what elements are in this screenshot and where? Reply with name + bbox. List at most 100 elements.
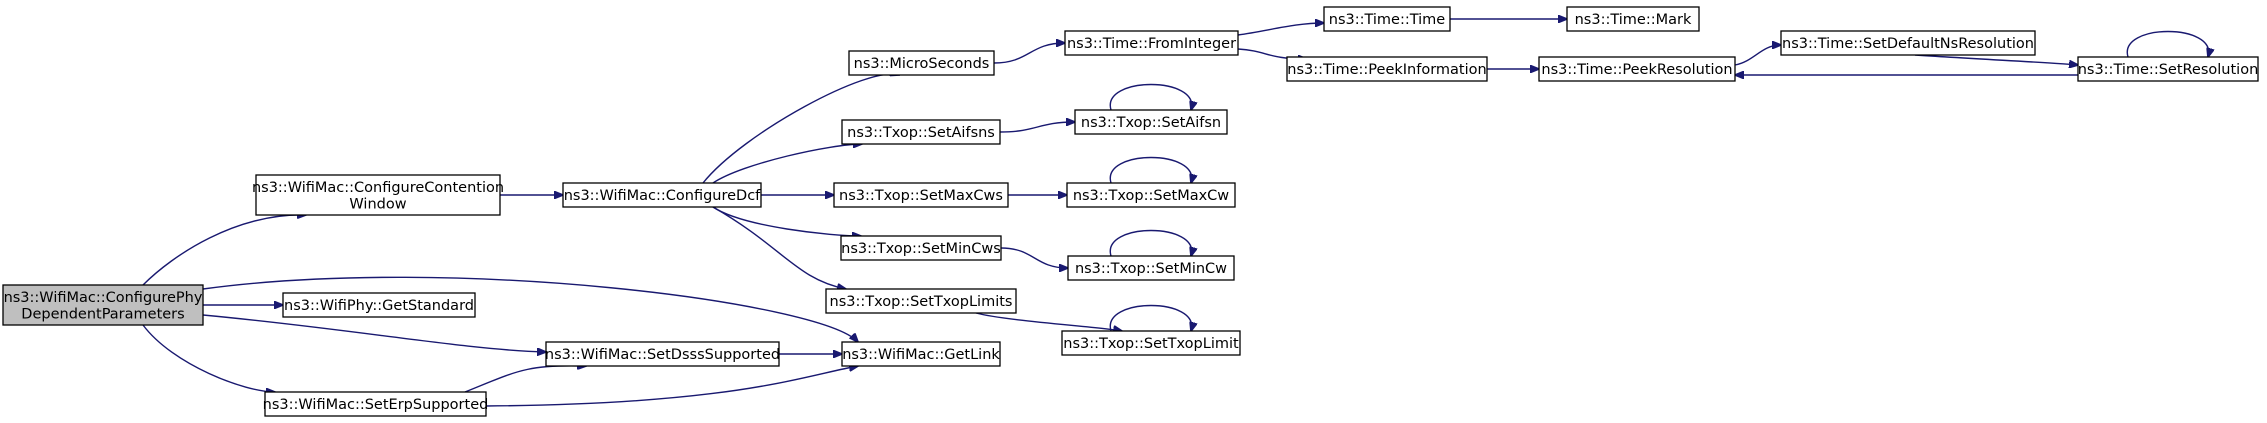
node-time-time-box — [1323, 6, 1451, 32]
edge-set-erp-supported-to-set-dsss-supported — [464, 366, 586, 393]
node-txop-set-aifsn[interactable]: ns3::Txop::SetAifsn — [1074, 109, 1228, 135]
edge-time-from-integer-to-time-time — [1237, 23, 1324, 36]
edge-path — [142, 324, 275, 392]
edge-configure-phy-dependent-parameters-to-configure-contention-window — [142, 215, 306, 286]
node-micro-seconds-label: ns3::MicroSeconds — [854, 56, 990, 72]
node-time-time[interactable]: ns3::Time::Time — [1323, 6, 1451, 32]
edge-configure-dcf-to-txop-set-txop-limits — [712, 206, 846, 289]
edge-path — [1000, 247, 1068, 268]
node-set-erp-supported-box — [264, 391, 487, 417]
edge-path — [712, 206, 846, 289]
node-txop-set-max-cw[interactable]: ns3::Txop::SetMaxCw — [1066, 182, 1236, 208]
node-txop-set-aifsn-label: ns3::Txop::SetAifsn — [1081, 115, 1221, 131]
edge-micro-seconds-to-time-from-integer — [993, 43, 1065, 64]
node-configure-dcf-box — [562, 182, 762, 208]
node-wifiphy-get-standard-box — [282, 292, 476, 318]
edge-path — [202, 276, 858, 342]
edge-path — [1734, 45, 1781, 66]
node-set-erp-supported[interactable]: ns3::WifiMac::SetErpSupported — [263, 391, 489, 417]
edge-configure-phy-dependent-parameters-to-get-link — [202, 276, 858, 342]
node-txop-set-min-cw-label: ns3::Txop::SetMinCw — [1075, 261, 1227, 277]
edge-path — [464, 366, 586, 393]
node-get-link-box — [841, 341, 1001, 367]
edge-txop-set-aifsn-to-txop-set-aifsn — [1109, 83, 1191, 111]
edge-txop-set-aifsns-to-txop-set-aifsn — [999, 122, 1075, 133]
node-time-from-integer[interactable]: ns3::Time::FromInteger — [1064, 30, 1239, 56]
node-set-erp-supported-label: ns3::WifiMac::SetErpSupported — [263, 397, 489, 413]
node-time-peek-information[interactable]: ns3::Time::PeekInformation — [1286, 56, 1488, 82]
edges-layer — [142, 19, 2209, 407]
node-txop-set-min-cws-label: ns3::Txop::SetMinCws — [841, 241, 1001, 257]
nodes-layer: ns3::WifiMac::ConfigurePhyDependentParam… — [2, 6, 2259, 417]
node-txop-set-txop-limit-label: ns3::Txop::SetTxopLimit — [1063, 336, 1239, 352]
edge-txop-set-min-cw-to-txop-set-min-cw — [1109, 229, 1191, 257]
node-get-link[interactable]: ns3::WifiMac::GetLink — [841, 341, 1001, 367]
node-configure-contention-window-label: ns3::WifiMac::ConfigureContention — [252, 180, 504, 196]
edge-path — [993, 43, 1065, 64]
edge-path — [975, 312, 1122, 331]
node-micro-seconds-box — [848, 50, 995, 76]
node-txop-set-max-cw-box — [1066, 182, 1236, 208]
edge-txop-set-txop-limit-to-txop-set-txop-limit — [1109, 304, 1191, 332]
node-wifiphy-get-standard[interactable]: ns3::WifiPhy::GetStandard — [282, 292, 476, 318]
edge-path — [1109, 83, 1191, 111]
node-set-dsss-supported-label: ns3::WifiMac::SetDsssSupported — [545, 347, 780, 363]
edge-path — [485, 366, 858, 407]
node-time-set-default-ns-resolution-box — [1780, 30, 2036, 56]
node-txop-set-max-cws[interactable]: ns3::Txop::SetMaxCws — [833, 182, 1009, 208]
node-txop-set-txop-limits[interactable]: ns3::Txop::SetTxopLimits — [825, 288, 1017, 314]
edge-path — [1109, 304, 1191, 332]
edge-time-peek-resolution-to-time-set-default-ns-resolution — [1734, 45, 1781, 66]
edge-txop-set-min-cws-to-txop-set-min-cw — [1000, 247, 1068, 268]
node-txop-set-aifsns-label: ns3::Txop::SetAifsns — [847, 125, 995, 141]
node-txop-set-txop-limit-box — [1061, 330, 1241, 356]
node-time-peek-information-label: ns3::Time::PeekInformation — [1287, 62, 1486, 78]
node-time-set-resolution-label: ns3::Time::SetResolution — [2078, 62, 2259, 78]
node-time-mark[interactable]: ns3::Time::Mark — [1566, 6, 1700, 32]
node-txop-set-max-cws-label: ns3::Txop::SetMaxCws — [839, 188, 1003, 204]
node-time-peek-information-box — [1286, 56, 1488, 82]
node-configure-dcf-label: ns3::WifiMac::ConfigureDcf — [564, 188, 761, 204]
edge-configure-dcf-to-txop-set-aifsns — [712, 144, 862, 184]
node-configure-dcf[interactable]: ns3::WifiMac::ConfigureDcf — [562, 182, 762, 208]
node-txop-set-min-cws-box — [840, 235, 1002, 261]
node-time-time-label: ns3::Time::Time — [1329, 12, 1446, 28]
node-set-dsss-supported[interactable]: ns3::WifiMac::SetDsssSupported — [545, 341, 780, 367]
node-time-set-default-ns-resolution-label: ns3::Time::SetDefaultNsResolution — [1782, 36, 2034, 52]
node-micro-seconds[interactable]: ns3::MicroSeconds — [848, 50, 995, 76]
edge-path — [1109, 229, 1191, 257]
node-time-mark-label: ns3::Time::Mark — [1575, 12, 1692, 28]
node-time-peek-resolution-box — [1538, 56, 1736, 82]
edge-configure-phy-dependent-parameters-to-set-dsss-supported — [202, 314, 546, 352]
edge-time-set-default-ns-resolution-to-time-set-resolution — [1914, 54, 2078, 65]
node-txop-set-min-cws[interactable]: ns3::Txop::SetMinCws — [840, 235, 1002, 261]
node-txop-set-aifsns[interactable]: ns3::Txop::SetAifsns — [841, 119, 1001, 145]
edge-path — [142, 215, 306, 286]
node-txop-set-txop-limit[interactable]: ns3::Txop::SetTxopLimit — [1061, 330, 1241, 356]
node-txop-set-txop-limits-box — [825, 288, 1017, 314]
node-time-set-resolution-box — [2077, 56, 2259, 82]
node-configure-phy-dependent-parameters[interactable]: ns3::WifiMac::ConfigurePhyDependentParam… — [2, 284, 204, 326]
node-txop-set-max-cws-box — [833, 182, 1009, 208]
node-txop-set-max-cw-label: ns3::Txop::SetMaxCw — [1073, 188, 1229, 204]
node-configure-phy-dependent-parameters-label: ns3::WifiMac::ConfigurePhy — [4, 290, 203, 306]
node-time-from-integer-box — [1064, 30, 1239, 56]
edge-path — [712, 144, 862, 184]
node-time-peek-resolution[interactable]: ns3::Time::PeekResolution — [1538, 56, 1736, 82]
edge-path — [2126, 30, 2208, 58]
node-set-dsss-supported-box — [545, 341, 780, 367]
edge-txop-set-max-cw-to-txop-set-max-cw — [1109, 156, 1191, 184]
node-configure-phy-dependent-parameters-box — [2, 284, 204, 326]
edge-configure-phy-dependent-parameters-to-set-erp-supported — [142, 324, 275, 392]
node-txop-set-min-cw[interactable]: ns3::Txop::SetMinCw — [1067, 255, 1235, 281]
edge-path — [1914, 54, 2078, 65]
node-time-from-integer-label: ns3::Time::FromInteger — [1067, 36, 1236, 52]
node-wifiphy-get-standard-label: ns3::WifiPhy::GetStandard — [284, 298, 474, 314]
node-txop-set-aifsn-box — [1074, 109, 1228, 135]
node-txop-set-min-cw-box — [1067, 255, 1235, 281]
node-time-set-resolution[interactable]: ns3::Time::SetResolution — [2077, 56, 2259, 82]
edge-path — [999, 122, 1075, 133]
node-time-set-default-ns-resolution[interactable]: ns3::Time::SetDefaultNsResolution — [1780, 30, 2036, 56]
edge-time-set-resolution-to-time-set-resolution — [2126, 30, 2208, 58]
